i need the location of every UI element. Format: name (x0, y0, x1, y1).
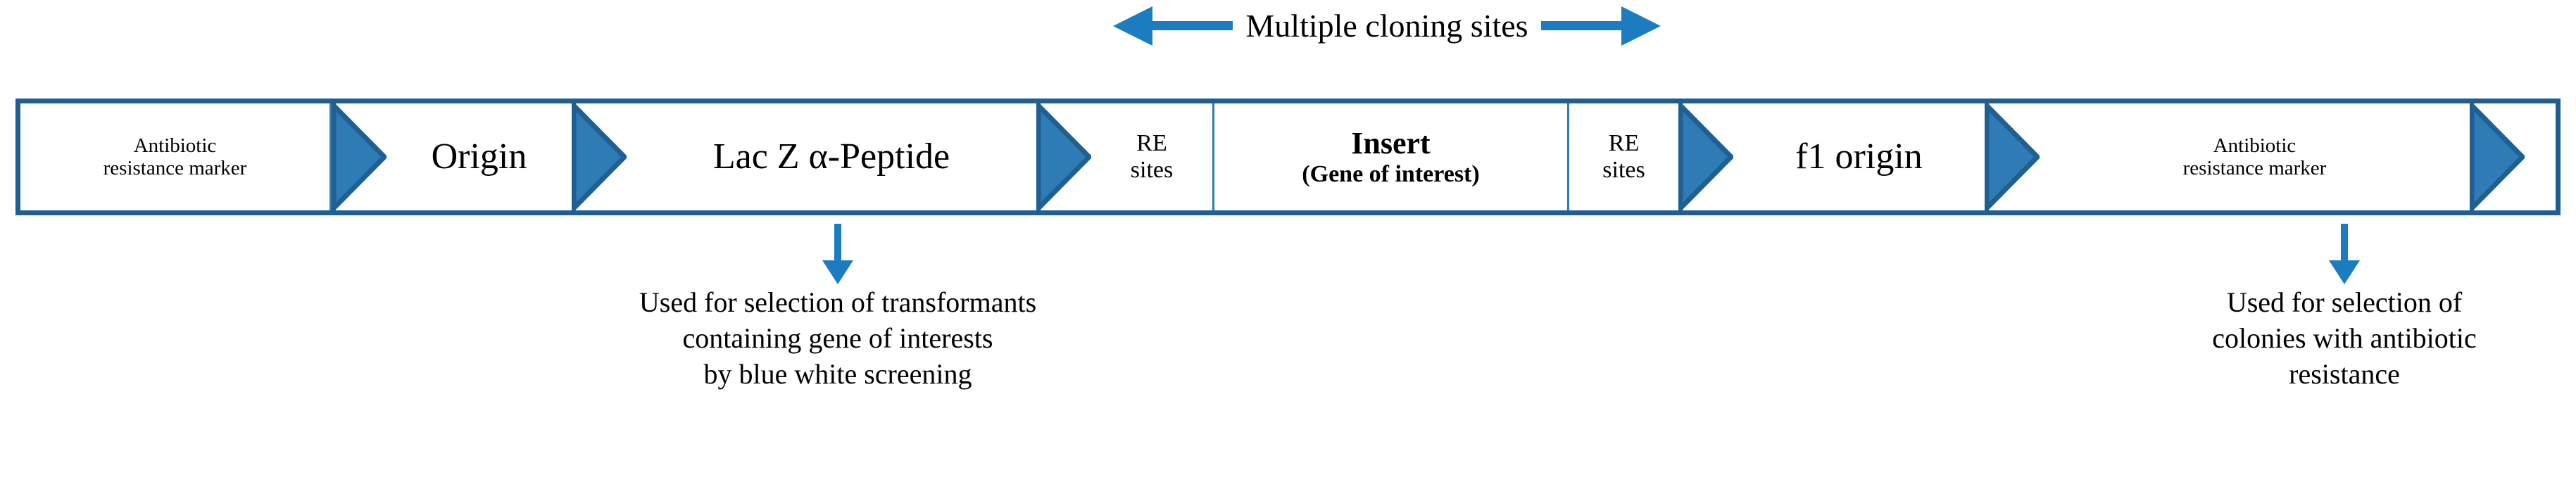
plasmid-map-bar: Antibiotic resistance marker Origin Lac … (15, 99, 2561, 215)
lacz-callout-text: Used for selection of transformants cont… (639, 286, 1037, 390)
arrow-left-icon (1113, 6, 1233, 46)
arrow-down-head (822, 260, 853, 284)
segment-line-1: Insert (1351, 126, 1431, 161)
segment-label: Antibiotic resistance marker (103, 134, 247, 180)
segment-origin[interactable]: Origin (387, 103, 572, 210)
arrow-right-head (1621, 6, 1661, 46)
chevron-right-icon-5 (1985, 103, 2040, 210)
arrow-down-shaft (2341, 224, 2348, 266)
arrow-down-head (2329, 260, 2360, 284)
multiple-cloning-sites-label: Multiple cloning sites (1245, 8, 1528, 44)
segment-line-1: Antibiotic (133, 134, 217, 157)
segment-re-sites-left[interactable]: RE sites (1091, 103, 1214, 210)
segment-line-2: resistance marker (2182, 157, 2327, 179)
segment-line-2: sites (1602, 157, 1645, 183)
segment-line-1: f1 origin (1795, 136, 1923, 177)
segment-label: RE sites (1602, 130, 1645, 184)
segment-line-2: (Gene of interest) (1302, 160, 1480, 187)
antibiotic-callout-text: Used for selection of colonies with anti… (2212, 286, 2477, 390)
segment-line-2: sites (1130, 157, 1174, 183)
segment-label: Origin (432, 136, 527, 177)
segment-line-1: Origin (431, 136, 527, 177)
chevron-right-icon-1 (332, 103, 387, 210)
arrow-left-head (1113, 6, 1153, 46)
segment-antibiotic-resistance-marker-right[interactable]: Antibiotic resistance marker (2040, 103, 2470, 210)
chevron-right-icon-3 (1036, 103, 1091, 210)
chevron-right-icon-6 (2470, 103, 2525, 210)
lacz-callout: Used for selection of transformants cont… (605, 224, 1070, 393)
segment-lac-z-alpha-peptide[interactable]: Lac Z α-Peptide (627, 103, 1036, 210)
segment-line-1: RE (1136, 129, 1167, 156)
segment-line-1: Lac Z α-Peptide (712, 136, 950, 177)
segment-label: RE sites (1131, 130, 1173, 184)
segment-label: Lac Z α-Peptide (713, 136, 950, 177)
arrow-down-shaft (834, 224, 841, 266)
segment-re-sites-right[interactable]: RE sites (1569, 103, 1678, 210)
segment-line-2: resistance marker (103, 157, 247, 179)
arrow-down-icon (2329, 224, 2360, 284)
segment-label: Insert (Gene of interest) (1302, 126, 1479, 187)
segment-f1-origin[interactable]: f1 origin (1733, 103, 1985, 210)
arrow-left-shaft (1150, 21, 1233, 30)
segment-label: Antibiotic resistance marker (2183, 134, 2327, 180)
arrow-down-icon (822, 224, 853, 284)
segment-insert[interactable]: Insert (Gene of interest) (1214, 103, 1569, 210)
arrow-right-shaft (1540, 21, 1624, 30)
antibiotic-callout: Used for selection of colonies with anti… (2133, 224, 2556, 393)
arrow-right-icon (1540, 6, 1661, 46)
segment-line-1: RE (1608, 129, 1640, 156)
segment-antibiotic-resistance-marker-left[interactable]: Antibiotic resistance marker (20, 103, 332, 210)
segment-line-1: Antibiotic (2213, 134, 2297, 157)
multiple-cloning-sites-annotation: Multiple cloning sites (1035, 3, 1739, 49)
chevron-right-icon-2 (572, 103, 627, 210)
segment-label: f1 origin (1795, 136, 1923, 177)
chevron-right-icon-4 (1678, 103, 1733, 210)
